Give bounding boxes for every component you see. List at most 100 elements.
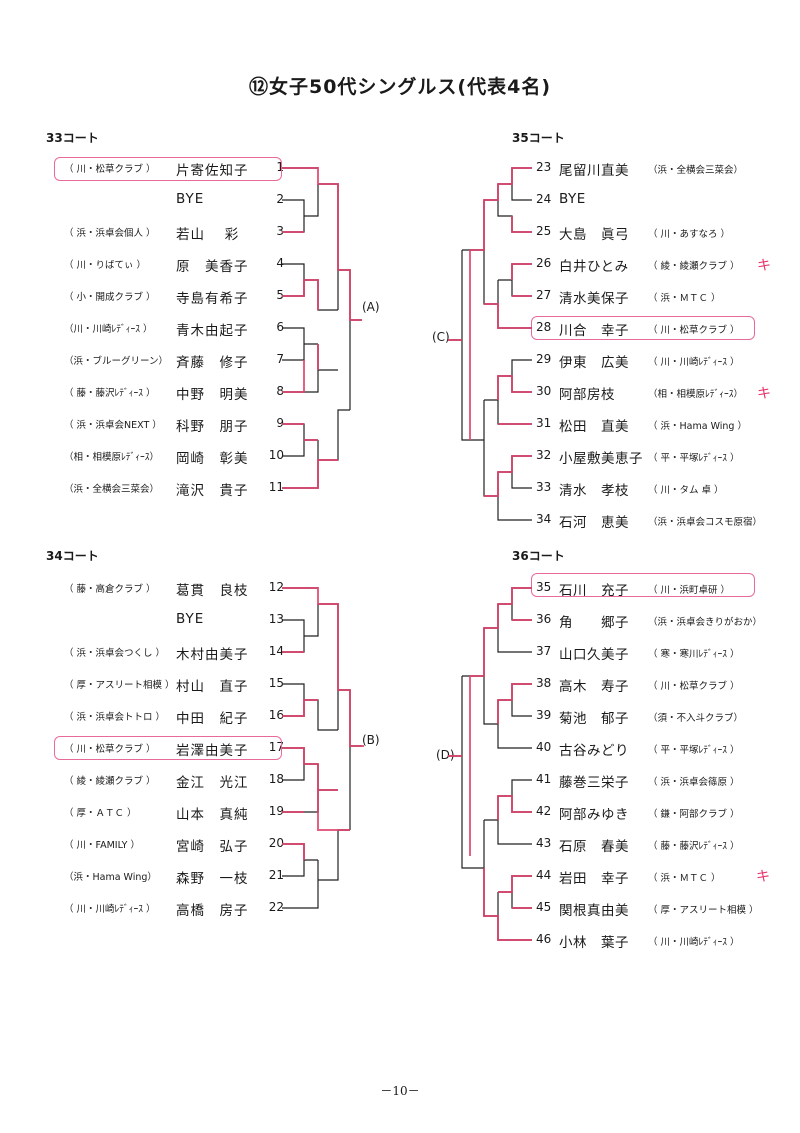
player-club: （ 小・開成クラブ ）: [64, 292, 156, 303]
winner-mark: キ: [757, 386, 771, 402]
player-club: （ 川・松草クラブ ）: [64, 744, 156, 755]
player-club: （ 寒・寒川ﾚﾃﾞｨｰｽ ）: [648, 649, 740, 660]
player-number: 36: [536, 612, 552, 626]
player-name: 小林 葉子: [559, 935, 629, 951]
player-club: （ 藤・藤沢ﾚﾃﾞｨｰｽ ）: [64, 388, 156, 399]
player-name: 原 美香子: [176, 259, 249, 275]
player-row: （ 小・開成クラブ ） 寺島有希子 5: [64, 286, 284, 307]
player-club: （ 浜・浜卓会個人 ）: [64, 228, 156, 239]
player-name: 山口久美子: [559, 647, 629, 663]
player-number: 39: [536, 708, 552, 722]
player-number: 33: [536, 480, 552, 494]
player-number: 35: [536, 580, 552, 594]
player-number: 6: [276, 320, 284, 334]
player-number: 44: [536, 868, 552, 882]
player-name: 宮崎 弘子: [176, 839, 249, 855]
player-name: 高木 寿子: [559, 679, 629, 695]
player-name: 石川 充子: [559, 583, 629, 599]
player-club: （ 厚・ＡＴＣ ）: [64, 808, 137, 819]
player-number: 8: [276, 384, 284, 398]
player-club: （ 厚・アスリート相模 ）: [648, 905, 759, 916]
player-name: 川合 幸子: [559, 323, 629, 339]
player-name: BYE: [559, 191, 586, 207]
page-number: －10－: [380, 1084, 420, 1098]
winner-mark: キ: [757, 258, 771, 274]
player-club: （ 藤・藤沢ﾚﾃﾞｨｰｽ ）: [648, 841, 740, 852]
player-number: 10: [268, 448, 284, 462]
player-row: 28 川合 幸子 （ 川・松草クラブ ）: [536, 318, 766, 339]
player-club: （ 浜・浜卓会NEXT ）: [64, 420, 162, 431]
player-club: （浜・ブルーグリーン）: [64, 356, 169, 367]
player-number: 37: [536, 644, 552, 658]
player-number: 5: [276, 288, 284, 302]
player-number: 40: [536, 740, 552, 754]
player-club: （ 厚・アスリート相模 ）: [64, 680, 175, 691]
group-label-b: (B): [362, 733, 380, 747]
player-club: （浜・全横会三菜会）: [648, 165, 744, 176]
player-number: 28: [536, 320, 552, 334]
player-name: 関根真由美: [559, 903, 629, 919]
player-club: （浜・全横会三菜会）: [64, 484, 160, 495]
player-club: （ 川・松草クラブ ）: [648, 681, 740, 692]
player-name: 中田 紀子: [176, 711, 249, 727]
player-number: 20: [268, 836, 284, 850]
court-34-label: 34コート: [46, 549, 99, 563]
player-name: 阿部みゆき: [559, 807, 629, 823]
player-number: 16: [268, 708, 284, 722]
player-number: 11: [268, 480, 284, 494]
player-number: 41: [536, 772, 552, 786]
player-name: 尾留川直美: [559, 163, 629, 179]
player-club: （川・川崎ﾚﾃﾞｨｰｽ ）: [64, 324, 153, 335]
player-name: 清水 孝枝: [559, 483, 629, 499]
player-name: 角 郷子: [559, 615, 629, 631]
player-number: 32: [536, 448, 552, 462]
player-row: 39 菊池 郁子 （須・不入斗クラブ）: [536, 706, 766, 727]
player-name: 葛貫 良枝: [176, 583, 249, 599]
player-club: （ 川・松草クラブ ）: [648, 325, 740, 336]
player-name: 菊池 郁子: [559, 711, 629, 727]
player-name: 木村由美子: [176, 647, 249, 663]
player-number: 34: [536, 512, 552, 526]
player-name: 清水美保子: [559, 291, 629, 307]
player-number: 29: [536, 352, 552, 366]
player-row: 37 山口久美子 （ 寒・寒川ﾚﾃﾞｨｰｽ ）: [536, 642, 766, 663]
court-35-label: 35コート: [512, 131, 565, 145]
player-name: 石原 春美: [559, 839, 629, 855]
player-club: （ 平・平塚ﾚﾃﾞｨｰｽ ）: [648, 453, 740, 464]
player-name: 寺島有希子: [176, 291, 249, 307]
player-number: 26: [536, 256, 552, 270]
player-number: 19: [268, 804, 284, 818]
player-name: 若山 彩: [176, 227, 240, 243]
player-name: 村山 直子: [176, 679, 249, 695]
player-number: 31: [536, 416, 552, 430]
player-club: （須・不入斗クラブ）: [648, 713, 744, 724]
player-number: 46: [536, 932, 552, 946]
player-club: （ 浜・浜卓会トトロ ）: [64, 712, 166, 723]
player-name: 山本 真純: [176, 807, 249, 823]
player-club: （ 浜・ＭＴＣ ）: [648, 873, 721, 884]
seed-highlight-35: [531, 573, 755, 597]
player-name: 大島 眞弓: [559, 227, 629, 243]
